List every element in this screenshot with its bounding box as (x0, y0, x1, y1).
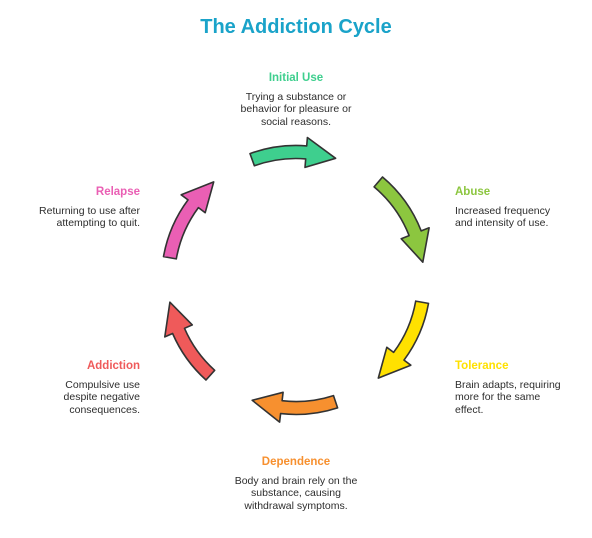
stage-initial-use: Initial Use Trying a substance or behavi… (226, 72, 366, 128)
stage-dependence-heading: Dependence (261, 456, 331, 468)
stage-tolerance: Tolerance Brain adapts, requiring more f… (455, 360, 570, 416)
stage-abuse: Abuse Increased frequency and intensity … (455, 186, 565, 230)
arrow-initial-use (249, 136, 337, 169)
stage-addiction-description: Compulsive use despite negative conseque… (63, 378, 140, 416)
arrow-addiction (164, 301, 216, 381)
stage-tolerance-description: Brain adapts, requiring more for the sam… (455, 378, 561, 416)
diagram-title: The Addiction Cycle (200, 16, 392, 38)
stage-abuse-heading: Abuse (455, 186, 491, 198)
arrow-relapse (162, 181, 215, 260)
stage-addiction: Addiction Compulsive use despite negativ… (30, 360, 140, 416)
stage-tolerance-heading: Tolerance (455, 360, 509, 372)
stage-initial-use-description: Trying a substance or behavior for pleas… (240, 90, 352, 128)
stage-initial-use-heading: Initial Use (268, 72, 324, 84)
stage-relapse-heading: Relapse (95, 186, 140, 198)
arrow-dependence (251, 391, 339, 423)
stage-dependence-description: Body and brain rely on the substance, ca… (234, 474, 358, 512)
stage-dependence: Dependence Body and brain rely on the su… (226, 456, 366, 512)
stage-relapse-description: Returning to use after attempting to qui… (39, 204, 140, 230)
stage-addiction-heading: Addiction (86, 360, 140, 372)
arrow-abuse (373, 176, 430, 263)
stage-relapse: Relapse Returning to use after attemptin… (20, 186, 140, 230)
stage-abuse-description: Increased frequency and intensity of use… (455, 204, 551, 230)
arrow-tolerance (377, 300, 430, 379)
